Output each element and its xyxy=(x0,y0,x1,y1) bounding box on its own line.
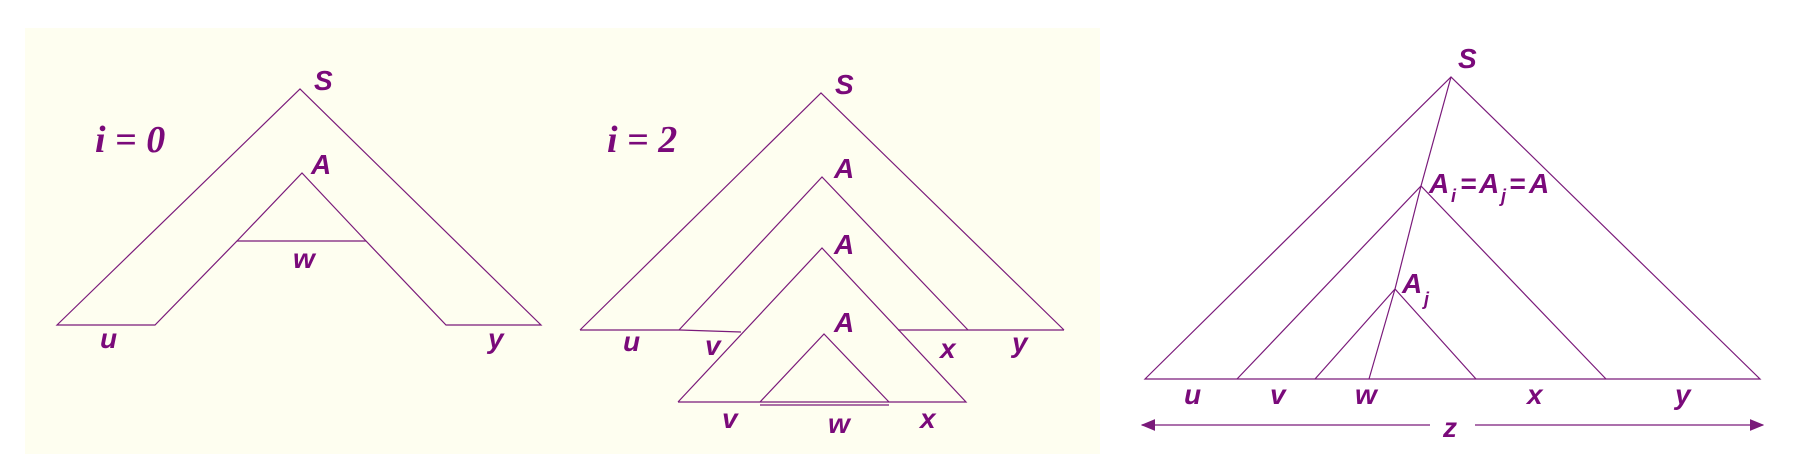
tree-i0: i = 0 S A w u y xyxy=(55,65,543,354)
a-triangle-2 xyxy=(677,247,968,403)
label-s-root: S xyxy=(835,69,854,100)
label-ai: A xyxy=(1428,168,1449,199)
label-v-lower: v xyxy=(722,403,739,434)
aj-triangle xyxy=(1314,288,1477,380)
a-triangle-1 xyxy=(678,176,969,331)
label-eq-2: = xyxy=(1509,168,1525,199)
label-aj-sub: j xyxy=(1499,186,1507,206)
label-u: u xyxy=(100,323,117,354)
derivation-path xyxy=(1368,76,1452,380)
label-a-first: A xyxy=(833,153,854,184)
label-eq-1: = xyxy=(1460,168,1476,199)
label-s-root: S xyxy=(1458,43,1477,74)
label-aj: A xyxy=(1478,168,1499,199)
tree-general: S A i = A j = A A j u v w x y z xyxy=(1140,43,1765,443)
label-x-lower: x xyxy=(918,403,937,434)
base-left-v xyxy=(679,329,742,333)
label-a-third: A xyxy=(833,307,854,338)
label-x: x xyxy=(1525,379,1544,410)
inner-a-apex xyxy=(236,172,367,242)
label-y: y xyxy=(486,323,505,354)
label-w: w xyxy=(828,408,852,439)
equation-i0: i = 0 xyxy=(95,119,165,161)
label-ai-sub: i xyxy=(1451,186,1457,206)
outer-s-triangle xyxy=(579,92,1065,331)
label-s-root: S xyxy=(314,65,333,96)
label-y: y xyxy=(1673,379,1692,410)
label-z: z xyxy=(1442,412,1457,443)
label-w: w xyxy=(1355,379,1379,410)
label-a-inner: A xyxy=(310,149,331,180)
label-aj-lower-sub: j xyxy=(1422,289,1430,309)
outer-tree-outline xyxy=(55,88,543,326)
equation-i2: i = 2 xyxy=(607,119,677,161)
label-aj-lower: A xyxy=(1401,268,1422,299)
label-v: v xyxy=(1270,379,1287,410)
tree-i2: i = 2 S A A A u v x y v w x xyxy=(579,69,1065,439)
label-v-upper: v xyxy=(705,330,722,361)
cream-panel xyxy=(25,28,1100,454)
a-triangle-3 xyxy=(759,333,890,403)
label-u: u xyxy=(623,326,640,357)
label-y: y xyxy=(1010,327,1029,358)
outer-s-triangle xyxy=(1143,76,1762,380)
label-x-upper: x xyxy=(938,333,957,364)
label-u: u xyxy=(1184,379,1201,410)
label-a: A xyxy=(1528,168,1549,199)
label-a-second: A xyxy=(833,229,854,260)
label-w: w xyxy=(293,243,317,274)
